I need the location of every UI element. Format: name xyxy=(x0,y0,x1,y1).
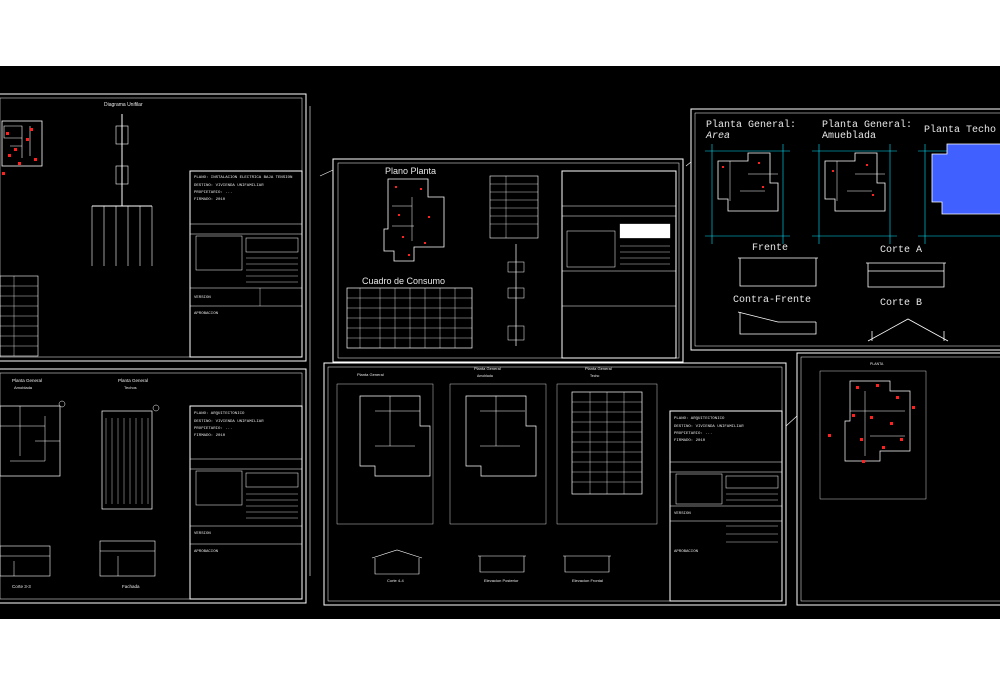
sheet-overview xyxy=(690,108,1000,351)
right-plan-red-marks xyxy=(828,384,915,463)
arch-center-elev-label-3: Elevacion Frontal xyxy=(572,578,603,583)
arch-center-title-line-3: FIRMADO: 2010 xyxy=(674,439,706,443)
arch-center-elev-label-2: Elevacion Posterior xyxy=(484,578,519,583)
sheet-arch-center xyxy=(323,362,787,606)
overview-plans-cyan xyxy=(705,144,1000,244)
arch-left-approval-label: APROBACION xyxy=(194,550,219,554)
sheet-connectors xyxy=(309,106,798,576)
arch-center-title-line-1: DESTINO: VIVIENDA UNIFAMILIAR xyxy=(674,425,744,429)
electrical-title-plano: PLANO: INSTALACION ELECTRICA BAJA TENSIO… xyxy=(194,176,293,180)
sheet-right-plan xyxy=(796,352,1000,606)
overview-contra-frente-label: Contra-Frente xyxy=(733,295,811,306)
arch-left-version-label: VERSION xyxy=(194,532,211,536)
arch-center-plan-label-3: Planta General xyxy=(585,366,612,371)
right-plan-label: PLANTA xyxy=(870,362,884,366)
plano-planta-red-marks xyxy=(395,186,430,256)
sheet-arch-left xyxy=(0,368,307,604)
electrical-title-line-2: PROPIETARIO: ... xyxy=(194,191,232,195)
overview-area-label-2: Area xyxy=(705,131,730,142)
electrical-title-line-3: FIRMADO: 2010 xyxy=(194,198,226,202)
arch-center-plan-sub-3: Techo xyxy=(590,374,599,378)
overview-elevations xyxy=(737,257,949,342)
arch-left-title-line-3: FIRMADO: 2010 xyxy=(194,434,226,438)
overview-frente-label: Frente xyxy=(752,243,788,254)
arch-center-version-label: VERSION xyxy=(674,512,691,516)
overview-amueblada-label-2: Amueblada xyxy=(822,130,876,142)
sheet-electrical-red-marks xyxy=(2,128,37,175)
electrical-approval-label: APROBACION xyxy=(194,312,219,316)
arch-left-title-line-1: DESTINO: VIVIENDA UNIFAMILIAR xyxy=(194,420,264,424)
electrical-version-label: VERSION xyxy=(194,296,211,300)
arch-center-plan-sub-2: Amoblada xyxy=(477,374,493,378)
overview-red-marks xyxy=(722,162,874,196)
overview-techo-label: Planta Techo xyxy=(924,124,996,136)
arch-left-plan-sub-1: Amoblada xyxy=(14,385,33,390)
overview-plans-white xyxy=(717,152,886,212)
electrical-diagram-title: Diagrama Unifilar xyxy=(104,102,143,108)
plano-planta-label: Plano Planta xyxy=(385,166,436,176)
arch-center-elev-label-1: Corte 4-4 xyxy=(387,578,404,583)
sheet-electrical xyxy=(0,93,307,362)
electrical-title-line-1: DESTINO: VIVIENDA UNIFAMILIAR xyxy=(194,184,264,188)
overview-amueblada-label-1: Planta General: xyxy=(822,119,912,131)
overview-corte-b-label: Corte B xyxy=(880,298,922,309)
arch-center-plan-label-2: Planta General xyxy=(474,366,501,371)
arch-left-plan-label-1: Planta General xyxy=(12,378,42,383)
arch-center-approval-label: APROBACION xyxy=(674,550,699,554)
sheet-plano-planta xyxy=(332,158,684,363)
overview-corte-a-label: Corte A xyxy=(880,245,922,256)
arch-left-title-plano: PLANO: ARQUITECTONICO xyxy=(194,412,245,416)
arch-left-plan-sub-2: Techos xyxy=(124,385,137,390)
arch-left-elev-label-1: Corte 3-3 xyxy=(12,584,31,589)
cad-model-viewport[interactable]: Diagrama Unifilar PLANO: INSTALACION ELE… xyxy=(0,66,1000,619)
arch-center-title-plano: PLANO: ARQUITECTONICO xyxy=(674,417,725,421)
arch-left-title-line-2: PROPIETARIO: ... xyxy=(194,427,232,431)
arch-left-plan-label-2: Planta General xyxy=(118,378,148,383)
arch-center-title-line-2: PROPIETARIO: ... xyxy=(674,432,712,436)
cad-drawing-canvas[interactable]: Diagrama Unifilar PLANO: INSTALACION ELE… xyxy=(0,66,1000,619)
overview-area-label-1: Planta General: xyxy=(706,119,796,131)
overview-roof-plan-shape xyxy=(931,143,1000,215)
cuadro-consumo-label: Cuadro de Consumo xyxy=(362,276,445,286)
arch-center-plan-label-1: Planta General xyxy=(357,372,384,377)
arch-left-elev-label-2: Fachada xyxy=(122,584,140,589)
